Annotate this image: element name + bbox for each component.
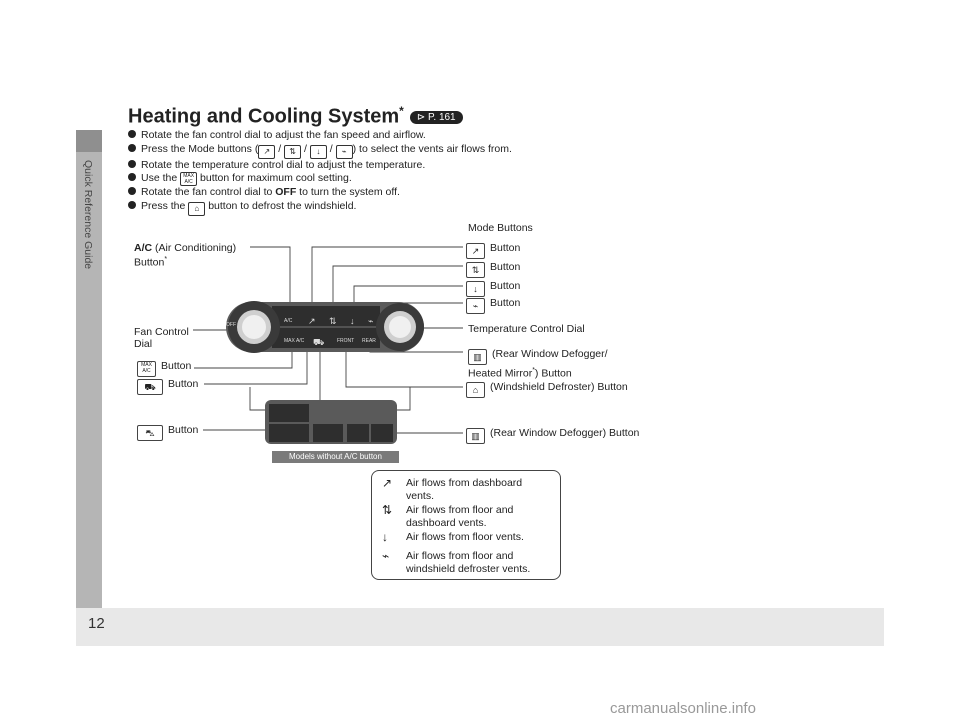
- ac-button-label: A/C (Air Conditioning)Button*: [134, 242, 237, 269]
- fresh-air-label: ⛍Button: [137, 424, 198, 441]
- sidebar-tab: [76, 130, 102, 608]
- panel-without-ac: [265, 396, 400, 446]
- dashboard-vent-icon: ↗: [382, 476, 393, 490]
- windshield-defrost-icon: ⌂: [466, 382, 485, 398]
- floor-dashboard-vent-icon: ⇅: [284, 144, 302, 159]
- rear-defog-icon: ▥: [468, 349, 487, 365]
- page-reference-link[interactable]: ⊳ P. 161: [409, 110, 463, 124]
- mode-floor-defrost-label: ⌁Button: [466, 297, 520, 314]
- mode-button-floor-defrost[interactable]: ⌁: [368, 316, 374, 326]
- recirculation-button[interactable]: ⛟: [313, 337, 325, 347]
- floor-defrost-icon: ⌁: [335, 144, 353, 159]
- bullet-icon: [128, 159, 136, 168]
- mode-dashboard-label: ↗Button: [466, 242, 520, 259]
- bullet-icon: [128, 187, 136, 196]
- footer-bar: [76, 608, 884, 646]
- mode-buttons-label: Mode Buttons: [468, 222, 533, 234]
- mode-button-floor[interactable]: ↓: [350, 316, 355, 326]
- mode-floor-label: ↓Button: [466, 280, 520, 297]
- bullet-icon: [128, 143, 136, 152]
- list-item: Press the ⌂ button to defrost the windsh…: [128, 200, 512, 217]
- sidebar-label: Quick Reference Guide: [82, 160, 94, 270]
- sidebar-tab-marker: [76, 130, 102, 152]
- panel-graphic: [226, 301, 424, 353]
- bullet-icon: [128, 173, 136, 182]
- floor-vent-icon: ↓: [382, 530, 388, 544]
- list-item: Press the Mode buttons (↗ / ⇅ / ↓ / ⌁) t…: [128, 143, 512, 159]
- list-item: Rotate the fan control dial to OFF to tu…: [128, 186, 512, 200]
- ac-button[interactable]: A/C: [284, 318, 293, 324]
- max-ac-button[interactable]: MAX A/C: [284, 338, 305, 344]
- watermark: carmanualsonline.info: [610, 700, 756, 717]
- list-item: Rotate the fan control dial to adjust th…: [128, 129, 512, 143]
- bullet-icon: [128, 201, 136, 210]
- page-number: 12: [88, 615, 105, 632]
- mode-button-dashboard[interactable]: ↗: [308, 316, 316, 326]
- floor-defrost-icon: ⌁: [382, 549, 390, 563]
- page-title: Heating and Cooling System*⊳ P. 161: [128, 104, 463, 129]
- bullet-icon: [128, 130, 136, 138]
- mode-floor-dashboard-label: ⇅Button: [466, 261, 520, 278]
- floor-vent-icon: ↓: [309, 144, 327, 159]
- fresh-air-icon: ⛍: [137, 425, 163, 441]
- temp-dial-label: Temperature Control Dial: [468, 323, 585, 335]
- models-badge: Models without A/C button: [272, 451, 399, 463]
- panel-without-ac-graphic: [265, 400, 397, 444]
- rear-defog-label: ▥(Rear Window Defogger) Button: [466, 427, 639, 444]
- fan-off-label: OFF: [226, 322, 236, 328]
- rear-defog-mirror-label: ▥(Rear Window Defogger/Heated Mirror*) B…: [468, 348, 608, 380]
- rear-defog-icon: ▥: [466, 428, 485, 444]
- windshield-defrost-button[interactable]: FRONT: [337, 338, 355, 344]
- recirculation-icon: ⛟: [137, 379, 163, 395]
- climate-control-panel: A/C OFF MAX A/C ↗ ⇅ ↓ ⌁ ⛟ FRONT REAR: [224, 296, 426, 358]
- floor-dashboard-vent-icon: ⇅: [466, 262, 485, 278]
- windshield-defrost-icon: ⌂: [188, 202, 206, 217]
- dashboard-vent-icon: ↗: [466, 243, 485, 259]
- floor-dashboard-vent-icon: ⇅: [382, 503, 393, 517]
- list-item: Rotate the temperature control dial to a…: [128, 159, 512, 173]
- dashboard-vent-icon: ↗: [258, 144, 276, 159]
- rear-defog-button[interactable]: REAR: [362, 338, 376, 344]
- mode-button-floor-dashboard[interactable]: ⇅: [329, 316, 337, 326]
- windshield-defrost-label: ⌂(Windshield Defroster) Button: [466, 381, 628, 398]
- recirculation-label: ⛟Button: [137, 378, 198, 395]
- instruction-list: Rotate the fan control dial to adjust th…: [128, 129, 512, 217]
- floor-defrost-icon: ⌁: [466, 298, 485, 314]
- floor-vent-icon: ↓: [466, 281, 485, 297]
